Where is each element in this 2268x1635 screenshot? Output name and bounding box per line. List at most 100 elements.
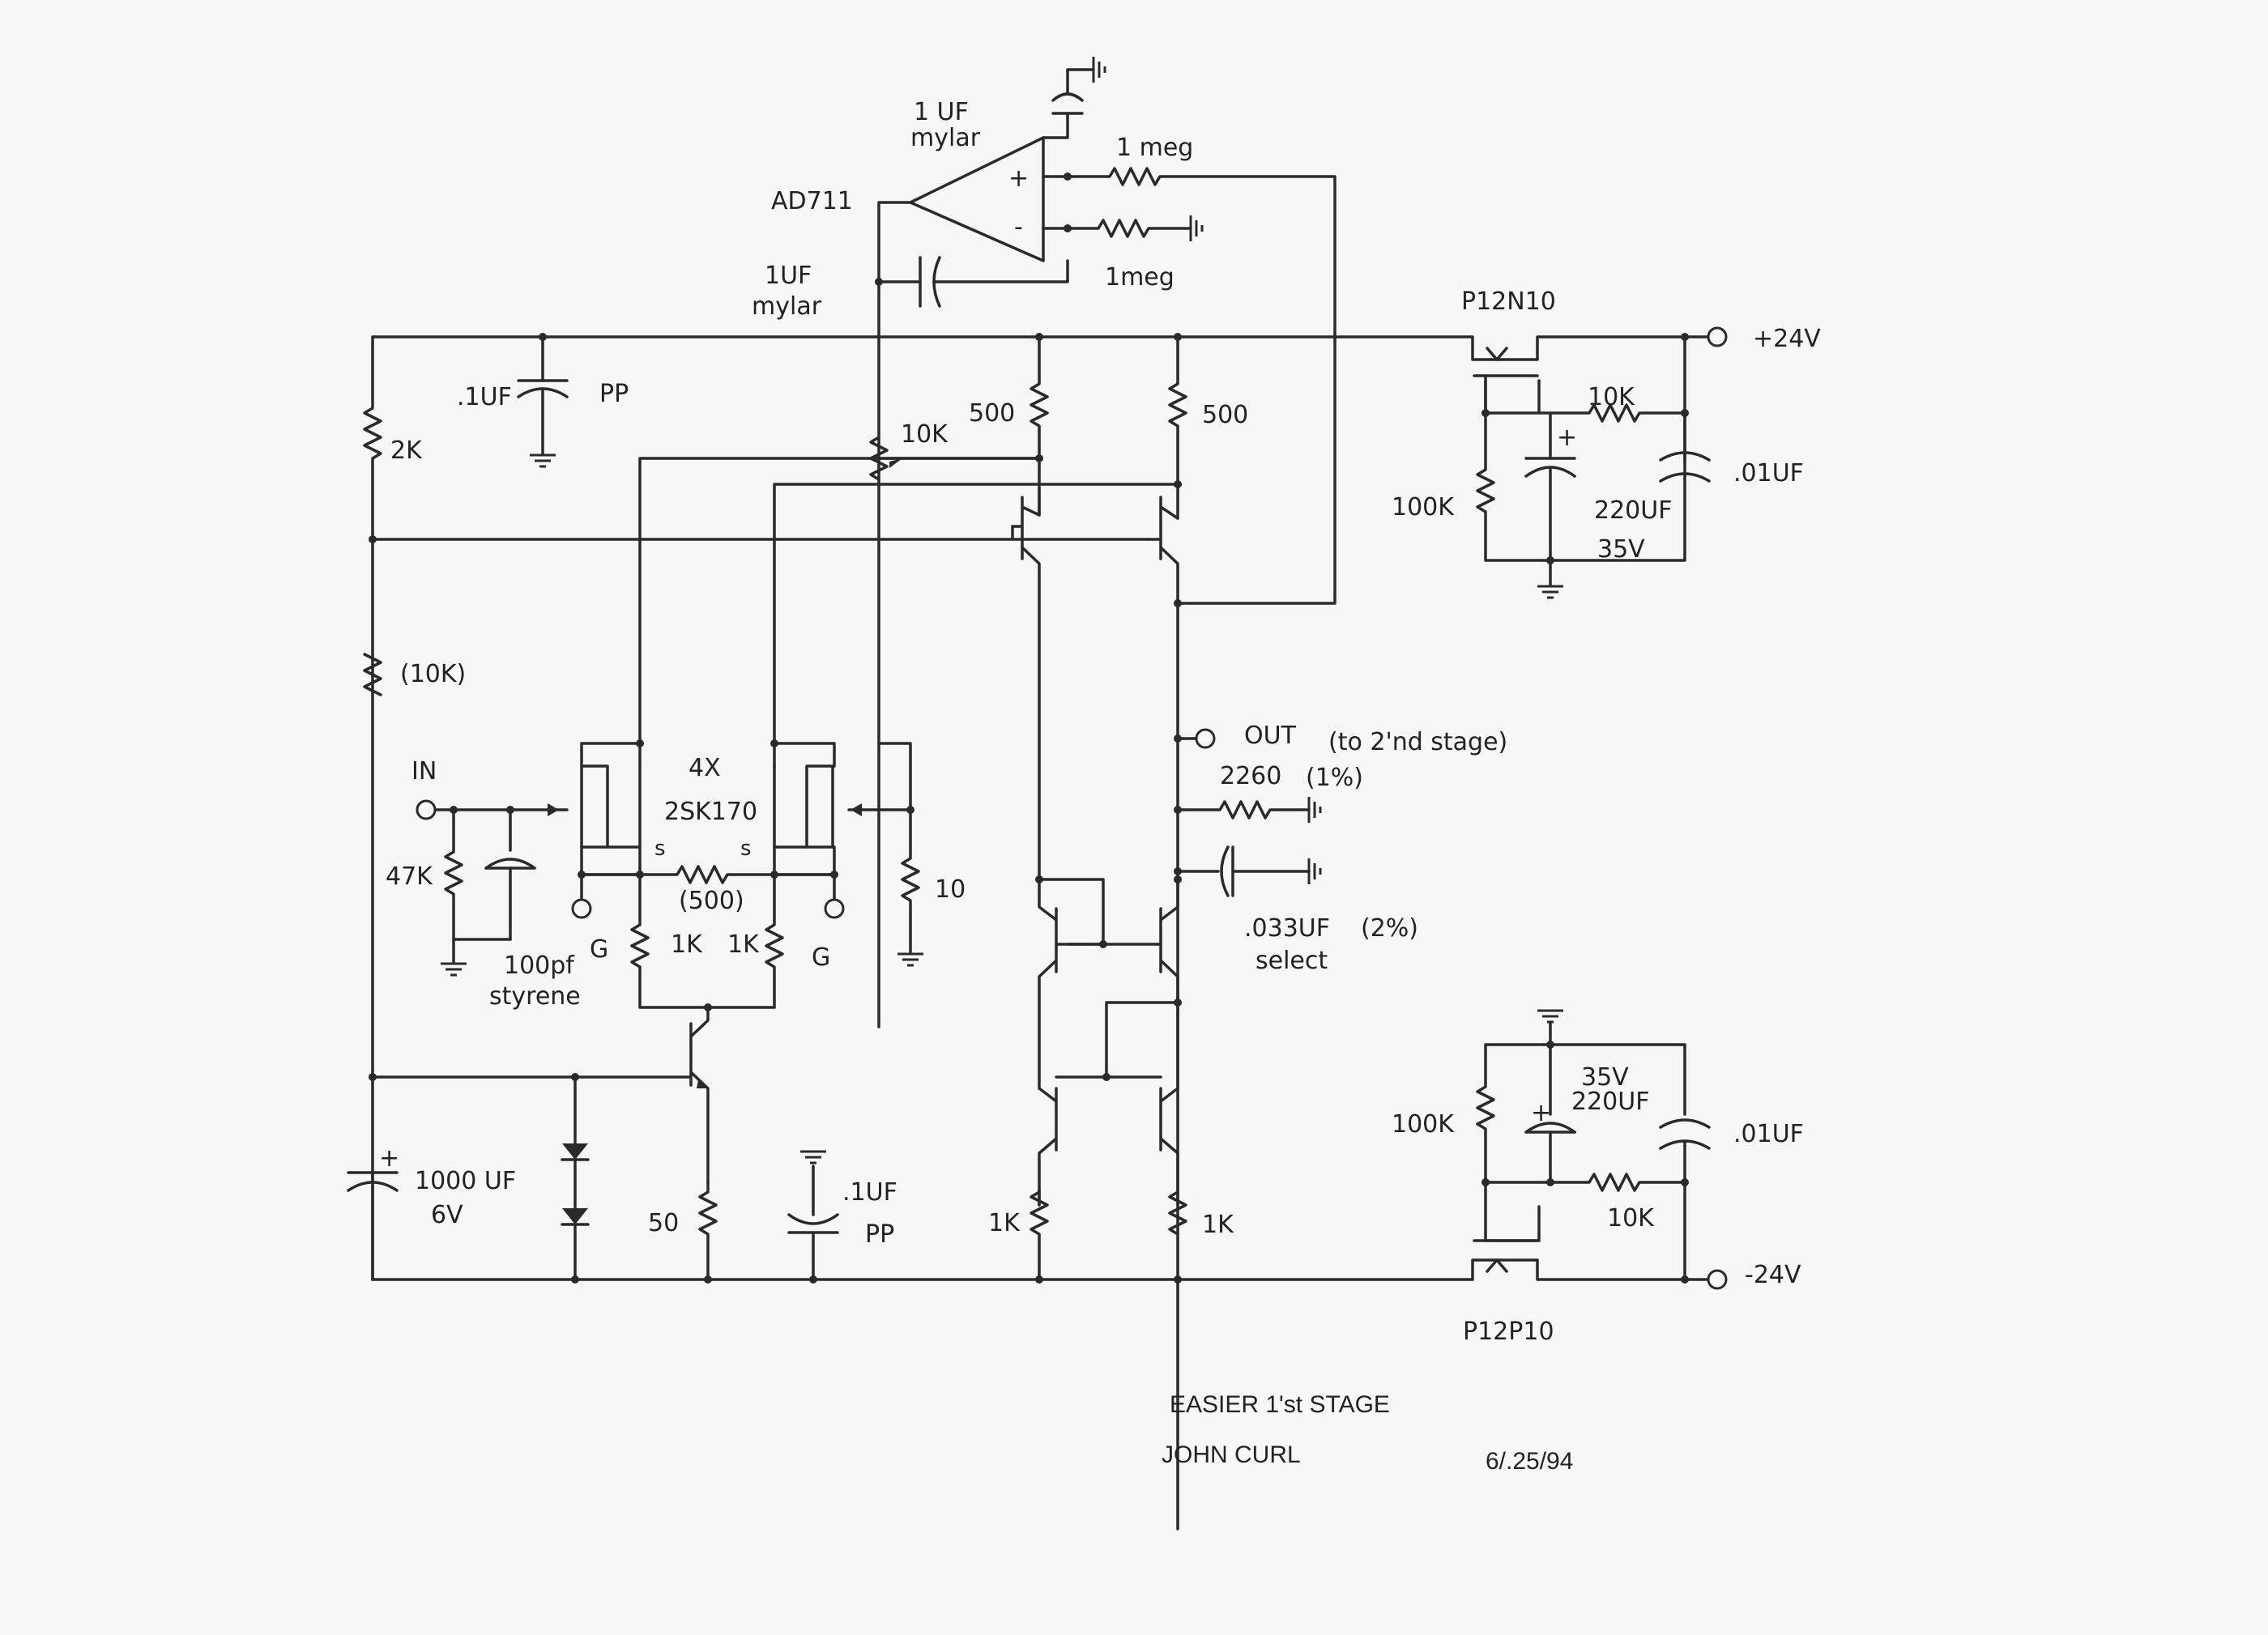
r-1k-bl-label: 1K (988, 1209, 1021, 1237)
reg-bot-220: 220UF (1571, 1088, 1649, 1116)
cap-1uf-mylar-mid: 1UF mylar (752, 201, 1069, 1028)
r-50-label: 50 (648, 1209, 679, 1237)
r-1k-bottom-left: 1K (988, 1187, 1049, 1281)
reg-top-plus: + (1557, 424, 1577, 452)
r-10k-paren-label: (10K) (400, 660, 466, 688)
c-mid-type: mylar (752, 292, 822, 321)
c-top-value: 1 UF (914, 98, 969, 126)
schematic-title: EASIER 1'st STAGE (1170, 1391, 1390, 1418)
opamp-plus-sign: + (1008, 164, 1029, 193)
c-pp-bot-type: PP (865, 1220, 894, 1249)
s-right: s (740, 837, 752, 861)
reg-top-220: 220UF (1594, 496, 1672, 525)
c-033-note: select (1256, 947, 1328, 975)
r-1k-br-label: 1K (1202, 1211, 1234, 1239)
r-fb-bottom-label: 1meg (1105, 263, 1174, 292)
c-1000uf-label: 1000 UF (415, 1167, 516, 1195)
c-pp-top-type: PP (599, 380, 629, 408)
output-mirror (1035, 875, 1182, 1207)
reg-top-10k: 10K (1588, 383, 1635, 411)
regulator-positive: P12N10 +24V 10K + 100K 220UF 35V .01UF (1392, 287, 1821, 599)
cap-01uf-pp-top: .1UF PP (457, 333, 629, 468)
jfet-pair-left (423, 739, 644, 876)
r-2260: 2260 (1%) (1174, 762, 1363, 824)
reg-top-100k: 100K (1392, 493, 1455, 522)
test-point-g-right: G (812, 873, 845, 972)
r-10: 10 (877, 742, 966, 967)
r-2260-tolerance: (1%) (1306, 764, 1363, 792)
cascode-q-right (1147, 496, 1179, 1531)
r-2k-label: 2K (390, 436, 423, 465)
reg-bot-voltage: -24V (1745, 1261, 1801, 1289)
c-1000uf-plus: + (379, 1144, 399, 1173)
c-033-tolerance: (2%) (1361, 914, 1418, 943)
schematic-author: JOHN CURL (1162, 1441, 1301, 1468)
r-1meg-ground: 1meg (1042, 214, 1204, 292)
c-pp-bot-value: .1UF (842, 1178, 897, 1207)
regulator-negative: P12P10 -24V 100K 35V 220UF + .01UF 10K (1392, 1009, 1804, 1346)
reg-bot-35v: 35V (1581, 1063, 1629, 1092)
reg-bot-part: P12P10 (1463, 1318, 1554, 1346)
pot-10k: 10K (869, 420, 1041, 481)
cascode-q-left (1011, 488, 1041, 881)
c-033-label: .033UF (1244, 914, 1330, 943)
input-terminal[interactable]: IN (411, 757, 437, 820)
r-1k-left-source: 1K (630, 873, 776, 1009)
fet-part: 2SK170 (664, 798, 757, 826)
c-1000uf-voltage: 6V (431, 1201, 463, 1229)
pot-10k-label: 10K (901, 420, 949, 449)
reg-bot-01: .01UF (1733, 1120, 1804, 1148)
r-500-left-label: 500 (969, 399, 1015, 428)
c-top-type: mylar (910, 124, 981, 152)
reg-bot-10k: 10K (1607, 1204, 1655, 1233)
cap-100pf-styrene: 100pf styrene (484, 806, 581, 1011)
r-1k-r-label: 1K (727, 930, 760, 959)
r-fb-top-label: 1 meg (1116, 134, 1193, 162)
r-1k-right-source: 1K (704, 873, 784, 1011)
r-47k-label: 47K (386, 862, 433, 891)
reg-top-35v: 35V (1597, 535, 1645, 564)
r-1k-bottom-right: 1K (1168, 1190, 1234, 1239)
output-terminal[interactable]: OUT (to 2'nd stage) (1174, 722, 1507, 756)
cap-1000uf: + 1000 UF 6V (347, 1144, 516, 1281)
g-left-label: G (590, 935, 608, 964)
opamp-ad711: + - AD711 (771, 136, 1045, 262)
current-source-transistor (369, 1006, 710, 1184)
reg-bot-100k: 100K (1392, 1110, 1455, 1139)
input-label: IN (411, 757, 437, 786)
opamp-minus-sign: - (1014, 213, 1023, 241)
out-label: OUT (1244, 722, 1297, 750)
out-note: (to 2'nd stage) (1328, 728, 1507, 756)
r-2260-label: 2260 (1220, 762, 1281, 790)
r-1k-l-label: 1K (671, 930, 703, 959)
reg-bot-plus: + (1531, 1099, 1551, 1127)
opamp-part-label: AD711 (771, 187, 853, 215)
r-50: 50 (648, 1181, 718, 1281)
r-500-source: (500) (578, 865, 838, 915)
c-100pf-type: styrene (489, 982, 581, 1011)
reg-top-part: P12N10 (1461, 287, 1556, 316)
g-right-label: G (812, 943, 830, 972)
c-100pf-label: 100pf (504, 952, 575, 980)
r-10k-paren: (10K) (363, 653, 466, 696)
cap-01uf-pp-bottom: .1UF PP (787, 1150, 897, 1281)
jfet-pair-right (770, 739, 912, 876)
test-point-g-left: G (571, 873, 608, 964)
reg-top-voltage: +24V (1753, 325, 1821, 353)
cap-1uf-mylar-top: 1 UF mylar (910, 55, 1106, 152)
r-500-right: 500 (1168, 333, 1248, 520)
schematic-date: 6/.25/94 (1486, 1448, 1573, 1475)
r-src-label: (500) (679, 887, 744, 915)
r-2k: 2K (363, 335, 423, 1281)
r-500-right-label: 500 (1202, 401, 1248, 429)
reg-top-01: .01UF (1733, 459, 1804, 488)
r-500-left: 500 (969, 333, 1049, 517)
c-mid-value: 1UF (765, 262, 812, 290)
s-left: s (654, 837, 666, 861)
r-47k: 47K (386, 806, 512, 977)
c-pp-top-value: .1UF (457, 383, 512, 411)
r-1meg-feedback: 1 meg (1042, 134, 1336, 605)
diode-stack (561, 1075, 590, 1281)
cap-033uf: .033UF (2%) select (1174, 845, 1418, 975)
